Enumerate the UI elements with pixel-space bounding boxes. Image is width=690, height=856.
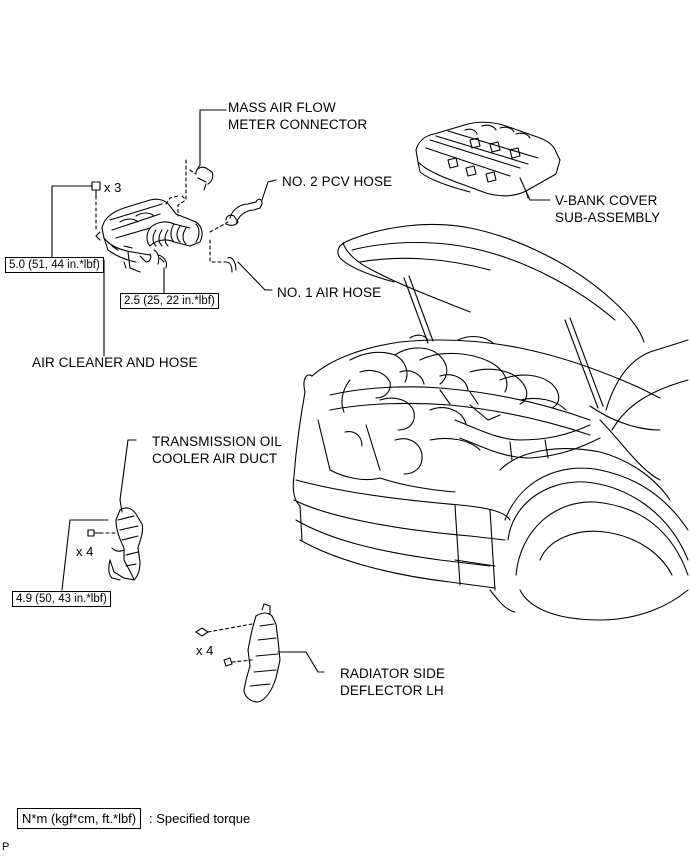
pcv-hose-label: NO. 2 PCV HOSE <box>282 174 393 189</box>
pcv-hose-illustration <box>209 179 277 233</box>
transmission-duct-label-line1: TRANSMISSION OIL <box>152 434 282 449</box>
maf-connector-label-line1: MASS AIR FLOW <box>228 100 336 115</box>
air-cleaner-label: AIR CLEANER AND HOSE <box>32 355 198 370</box>
maf-connector-label: MASS AIR FLOW METER CONNECTOR <box>228 99 367 133</box>
torque-legend-description: : Specified torque <box>149 811 251 826</box>
v-bank-cover-label-line2: SUB-ASSEMBLY <box>555 210 661 225</box>
duct-bolt-qty: x 4 <box>76 544 94 559</box>
maf-connector-illustration <box>177 109 227 217</box>
air-hose-illustration <box>209 239 273 291</box>
air-hose-label: NO. 1 AIR HOSE <box>277 285 382 300</box>
v-bank-cover-label: V-BANK COVER SUB-ASSEMBLY <box>555 192 660 226</box>
torque-air-cleaner-clamp: 2.5 (25, 22 in.*lbf) <box>120 293 219 309</box>
vehicle-front-illustration <box>292 224 689 621</box>
radiator-deflector-label-line1: RADIATOR SIDE <box>340 666 446 681</box>
deflector-clip-qty: x 4 <box>196 643 214 658</box>
transmission-duct-label: TRANSMISSION OIL COOLER AIR DUCT <box>152 433 282 467</box>
torque-air-cleaner-bolt: 5.0 (51, 44 in.*lbf) <box>5 257 104 273</box>
radiator-deflector-illustration <box>195 603 325 703</box>
radiator-deflector-label-line2: DEFLECTOR LH <box>340 683 444 698</box>
v-bank-cover-illustration <box>415 121 561 201</box>
transmission-duct-label-line2: COOLER AIR DUCT <box>152 451 278 466</box>
air-cleaner-illustration <box>51 181 203 357</box>
corner-mark: P <box>2 841 10 853</box>
torque-duct-bolt: 4.9 (50, 43 in.*lbf) <box>12 591 111 607</box>
torque-unit-legend: N*m (kgf*cm, ft.*lbf) <box>17 808 142 829</box>
maf-connector-label-line2: METER CONNECTOR <box>228 117 368 132</box>
v-bank-cover-label-line1: V-BANK COVER <box>555 193 658 208</box>
air-cleaner-bolt-qty: x 3 <box>104 180 122 195</box>
transmission-duct-illustration <box>61 439 144 591</box>
radiator-deflector-label: RADIATOR SIDE DEFLECTOR LH <box>340 665 445 699</box>
